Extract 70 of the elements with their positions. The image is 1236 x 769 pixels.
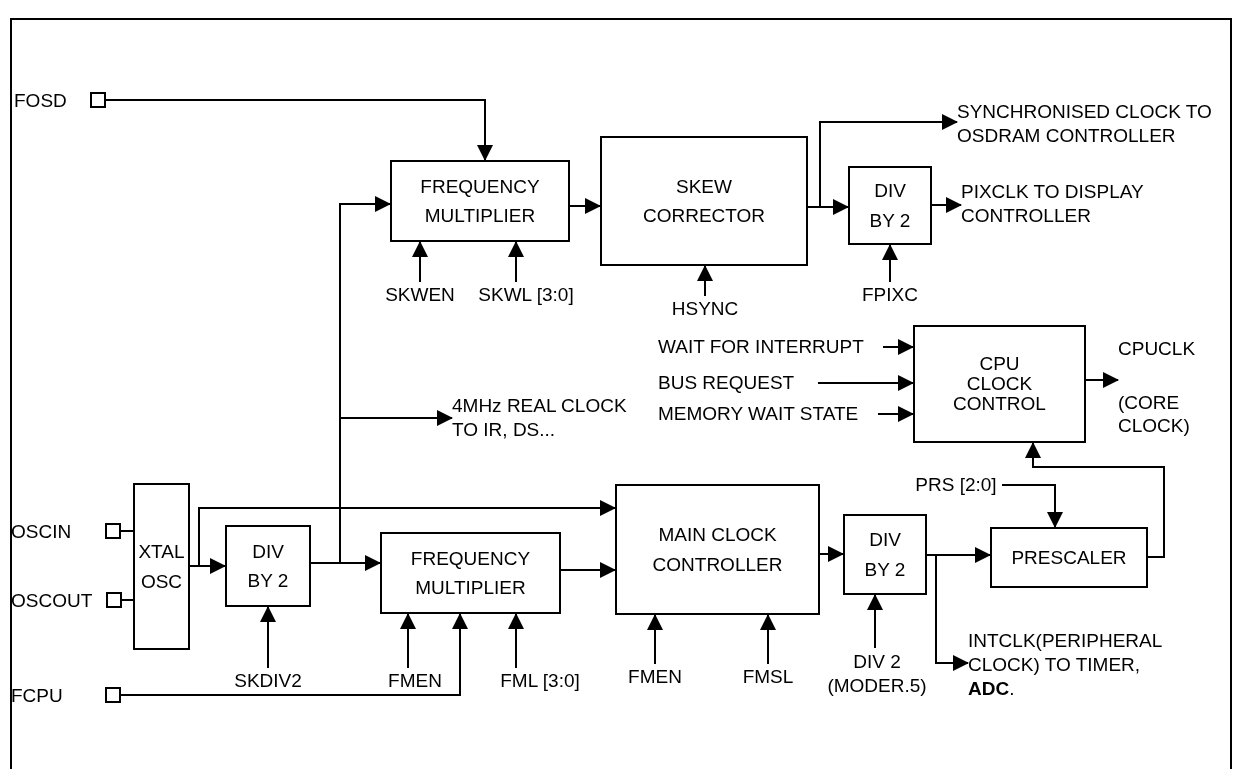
- arrow: [1085, 372, 1119, 388]
- connector-line: [120, 530, 134, 532]
- block-box: [225, 525, 311, 607]
- signal-label: FMEN: [628, 665, 682, 689]
- signal-label: OSCOUT: [11, 590, 93, 610]
- arrow: [400, 613, 416, 669]
- signal-label: HSYNC: [671, 297, 739, 321]
- arrow: [120, 613, 468, 696]
- signal-label: SYNCHRONISED CLOCK TO OSDRAM CONTROLLER: [957, 100, 1213, 148]
- arrow: [508, 241, 524, 283]
- signal-label: DIV 2 (MODER.5): [826, 650, 928, 698]
- arrow: [647, 614, 663, 665]
- arrow: [760, 614, 776, 665]
- signal-label: FMEN: [388, 669, 442, 693]
- signal-label: SKWL [3:0]: [478, 283, 574, 307]
- signal-label: BUS REQUEST: [658, 371, 795, 395]
- arrow: [882, 244, 898, 283]
- arrow: [260, 606, 276, 669]
- arrow: [877, 406, 914, 422]
- signal-label: FMSL: [742, 665, 794, 689]
- block-label: PRESCALER: [1011, 545, 1127, 570]
- arrow: [697, 265, 713, 297]
- signal-label: FPIXC: [862, 283, 918, 307]
- block-box: [848, 166, 932, 245]
- arrow: [1001, 484, 1063, 528]
- signal-label: OSCIN: [11, 521, 72, 541]
- block-label: DIV BY 2: [246, 539, 290, 593]
- block-box: [843, 514, 927, 595]
- signal-label: WAIT FOR INTERRUPT: [658, 335, 864, 359]
- connector-line: [121, 599, 134, 601]
- signal-label: FCPU: [11, 685, 63, 705]
- arrow: [412, 241, 428, 283]
- block-label: FREQUENCY MULTIPLIER: [409, 546, 532, 600]
- arrow: [560, 562, 616, 578]
- arrow: [819, 546, 844, 562]
- signal-label: INTCLK(PERIPHERAL CLOCK) TO TIMER, ADC.: [968, 629, 1163, 701]
- block-box: [913, 325, 1086, 443]
- block-label: DIV BY 2: [868, 179, 912, 233]
- signal-label: CPUCLK: [1118, 338, 1196, 361]
- block-box: [133, 483, 190, 650]
- arrow: [1025, 442, 1165, 558]
- signal-label: SKWEN: [385, 283, 455, 307]
- arrow: [508, 613, 524, 669]
- arrow: [931, 197, 962, 213]
- signal-label: (CORE CLOCK): [1118, 392, 1191, 438]
- block-label: CPU CLOCK CONTROL: [952, 354, 1047, 414]
- arrow: [882, 339, 914, 355]
- block-label: DIV BY 2: [863, 528, 907, 582]
- arrow: [926, 554, 969, 671]
- block-box: [600, 136, 808, 266]
- block-label: MAIN CLOCK CONTROLLER: [651, 523, 784, 577]
- arrow: [569, 198, 601, 214]
- signal-label: MEMORY WAIT STATE: [658, 402, 859, 426]
- block-label: SKEW CORRECTOR: [641, 174, 767, 228]
- signal-label: FOSD: [14, 90, 67, 110]
- signal-label: SKDIV2: [234, 669, 302, 693]
- arrow: [310, 410, 453, 564]
- signal-label: PRS [2:0]: [915, 473, 997, 497]
- block-box: [390, 160, 570, 242]
- block-box: [615, 484, 820, 615]
- arrow: [817, 375, 914, 391]
- signal-label: 4MHz REAL CLOCK TO IR, DS...: [452, 394, 628, 442]
- block-box: [990, 527, 1148, 588]
- signal-label: FML [3:0]: [500, 669, 580, 693]
- block-label: FREQUENCY MULTIPLIER: [419, 174, 541, 228]
- signal-label: PIXCLK TO DISPLAY CONTROLLER: [961, 180, 1145, 228]
- block-box: [380, 532, 561, 614]
- arrow: [105, 99, 493, 161]
- block-label: XTAL OSC: [137, 540, 186, 594]
- arrow: [867, 594, 883, 649]
